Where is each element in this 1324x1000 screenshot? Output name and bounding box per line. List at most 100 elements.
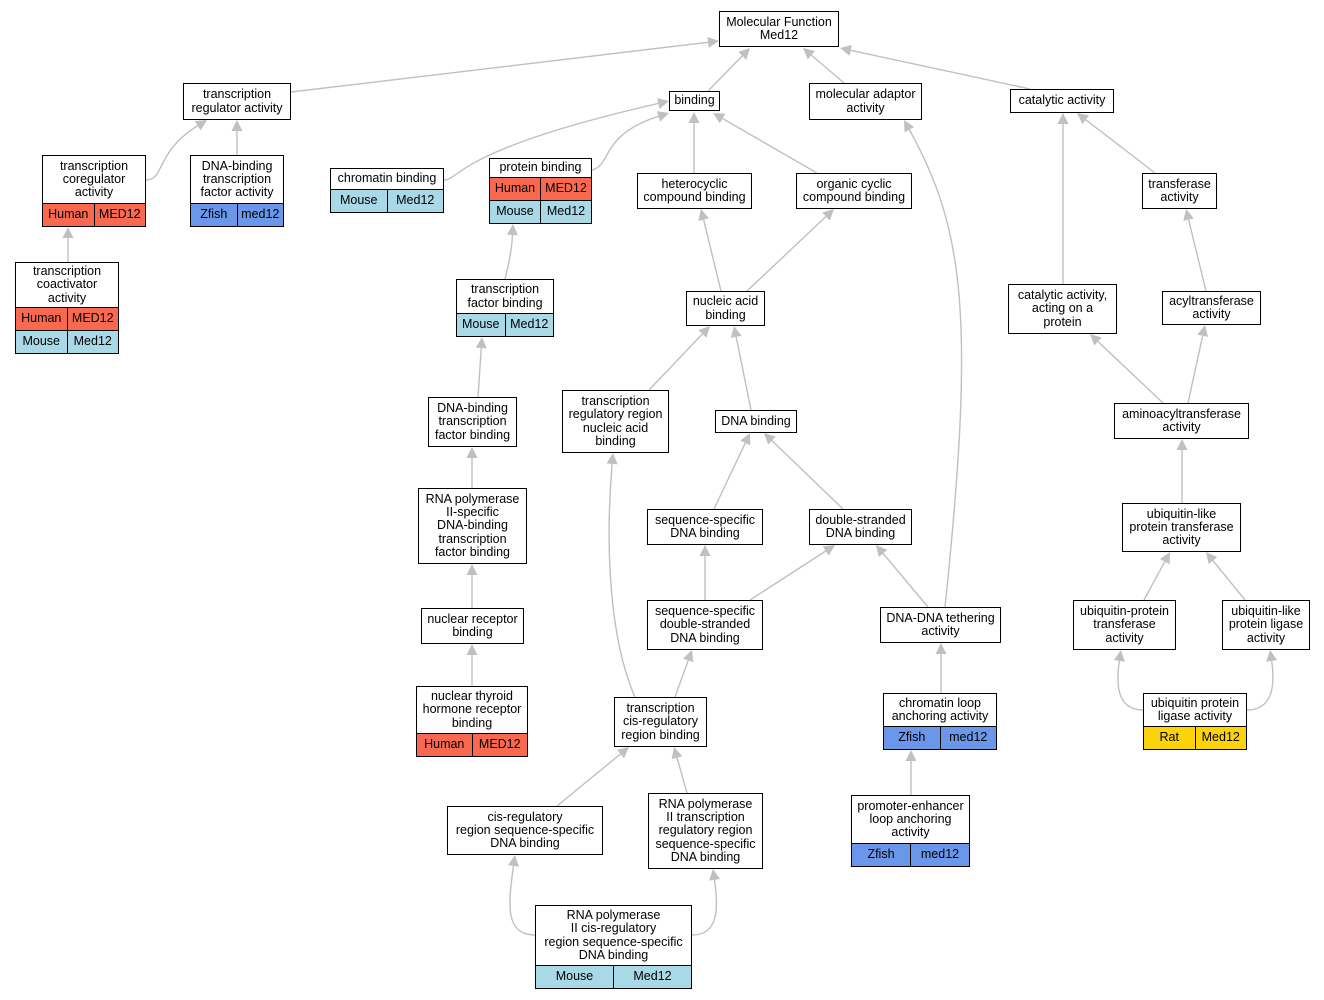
- go-term-rnap2-tr-region[interactable]: RNA polymerase II transcription regulato…: [648, 793, 763, 869]
- go-term-seq-specific[interactable]: sequence-specific DNA binding: [647, 509, 763, 545]
- edge-seq_ds_dna-to-seq_specific: [699, 545, 711, 600]
- edge-line: [674, 660, 689, 698]
- go-term-label: chromatin binding: [337, 171, 437, 186]
- edge-organic_cyclic-to-binding: [713, 113, 818, 174]
- go-term-ub-protein-transferase[interactable]: ubiquitin-protein transferase activity: [1073, 600, 1176, 650]
- edge-line: [810, 54, 845, 84]
- edge-arrowhead: [698, 326, 710, 338]
- go-term-nuclear-receptor[interactable]: nuclear receptor binding: [421, 608, 524, 644]
- go-term-label: double-stranded DNA binding: [815, 512, 906, 540]
- go-term-dna-binding[interactable]: DNA binding: [715, 410, 797, 433]
- go-term-mf[interactable]: Molecular Function Med12: [719, 11, 839, 47]
- go-term-trans-reg[interactable]: transcription regulator activity: [183, 83, 291, 120]
- species-cell: Zfish: [898, 730, 926, 745]
- species-cell: Mouse: [339, 193, 378, 208]
- go-term-binding[interactable]: binding: [669, 91, 720, 111]
- edge-arrowhead: [738, 48, 750, 60]
- go-term-label: acyltransferase activity: [1169, 293, 1254, 321]
- species-cell: Mouse: [496, 204, 534, 219]
- go-term-label: nuclear receptor binding: [427, 611, 518, 639]
- go-term-thyroid[interactable]: nuclear thyroid hormone receptor binding…: [416, 686, 528, 757]
- species-cell: Mouse: [555, 969, 594, 984]
- go-term-transferase[interactable]: transferase activity: [1142, 173, 1217, 209]
- edge-dbtf-to-trans_reg: [231, 120, 243, 155]
- go-term-rnap2-cis-reg[interactable]: RNA polymerase II cis-regulatory region …: [535, 905, 692, 989]
- gene-cell: med12: [236, 204, 284, 226]
- edge-line: [1085, 119, 1156, 174]
- go-term-label: chromatin loop anchoring activity: [891, 695, 989, 723]
- edge-chromatin_binding-to-binding: [443, 98, 669, 181]
- gene-cell: MED12: [471, 734, 528, 756]
- edge-acyltransferase-to-transferase: [1183, 209, 1207, 292]
- go-term-seq-ds-dna[interactable]: sequence-specific double-stranded DNA bi…: [647, 600, 763, 650]
- go-term-cis-reg-seq[interactable]: cis-regulatory region sequence-specific …: [447, 806, 603, 855]
- go-term-rnap2-dbtf-binding[interactable]: RNA polymerase II-specific DNA-binding t…: [418, 488, 527, 564]
- edge-arrowhead: [740, 433, 751, 446]
- go-term-nucleic-acid[interactable]: nucleic acid binding: [686, 291, 765, 326]
- go-term-label: promoter-enhancer loop anchoring activit…: [857, 798, 964, 840]
- edge-coactivator-to-coregulator: [62, 227, 74, 262]
- go-term-prom-enh[interactable]: promoter-enhancer loop anchoring activit…: [851, 795, 970, 867]
- go-term-cis-reg-binding[interactable]: transcription cis-regulatory region bind…: [614, 697, 707, 747]
- edge-arrowhead: [475, 337, 487, 349]
- go-term-label: aminoacyltransferase activity: [1122, 406, 1241, 434]
- edge-arrowhead: [905, 750, 917, 761]
- edge-line: [735, 336, 752, 411]
- go-term-ds-dna[interactable]: double-stranded DNA binding: [809, 509, 912, 545]
- edge-protein_binding-to-binding: [591, 111, 669, 171]
- go-term-mol-adaptor[interactable]: molecular adaptor activity: [809, 83, 922, 120]
- edge-ds_dna-to-dna_binding: [764, 433, 844, 510]
- go-term-cat-protein[interactable]: catalytic activity, acting on a protein: [1008, 284, 1117, 334]
- gene-cell: Med12: [540, 201, 591, 223]
- edge-arrowhead: [764, 433, 776, 445]
- go-term-tr-region-na[interactable]: transcription regulatory region nucleic …: [562, 390, 669, 453]
- gene-cell: MED12: [93, 204, 146, 226]
- edge-line: [908, 129, 963, 608]
- edge-line: [443, 102, 659, 181]
- go-term-catalytic[interactable]: catalytic activity: [1010, 89, 1114, 113]
- go-term-dbtf[interactable]: DNA-binding transcription factor activit…: [190, 155, 284, 227]
- go-term-label: cis-regulatory region sequence-specific …: [455, 809, 595, 851]
- edge-dna_binding-to-nucleic_acid: [730, 326, 752, 411]
- edge-rnap2_cis_reg-to-rnap2_tr_region: [691, 869, 720, 936]
- go-term-aminoacyl[interactable]: aminoacyltransferase activity: [1114, 403, 1249, 439]
- go-term-ubl-ligase[interactable]: ubiquitin-like protein ligase activity: [1222, 600, 1310, 650]
- edge-ub_protein_transferase-to-ubl_transferase: [1143, 552, 1170, 601]
- edge-arrowhead: [62, 227, 74, 238]
- go-term-label: Molecular Function Med12: [726, 14, 832, 42]
- species-cell: Mouse: [461, 317, 500, 332]
- go-term-label: ubiquitin-protein transferase activity: [1080, 604, 1169, 645]
- go-term-organic-cyclic[interactable]: organic cyclic compound binding: [796, 173, 912, 209]
- go-term-dna-tether[interactable]: DNA-DNA tethering activity: [880, 607, 1001, 643]
- go-term-heterocyclic[interactable]: heterocyclic compound binding: [637, 173, 752, 209]
- go-term-dbtf-binding[interactable]: DNA-binding transcription factor binding: [428, 397, 517, 447]
- edge-ubl_ligase-to-ubl_transferase: [1206, 552, 1246, 601]
- edge-arrowhead: [822, 545, 835, 556]
- gene-cell: Med12: [66, 331, 119, 353]
- edge-chromatin_loop-to-dna_tether: [935, 643, 947, 693]
- edge-nuclear_receptor-to-rnap2_dbtf_binding: [466, 564, 478, 608]
- go-term-acyltransferase[interactable]: acyltransferase activity: [1162, 291, 1261, 325]
- edge-thyroid-to-nuclear_receptor: [466, 644, 478, 686]
- edge-line: [771, 440, 844, 510]
- edge-line: [702, 219, 722, 292]
- edge-arrowhead: [876, 545, 888, 557]
- go-term-label: molecular adaptor activity: [815, 87, 916, 115]
- species-cell: Human: [424, 737, 465, 752]
- go-term-label: RNA polymerase II transcription regulato…: [655, 796, 756, 864]
- go-term-ubl-transferase[interactable]: ubiquitin-like protein transferase activ…: [1122, 503, 1241, 552]
- edge-tf_binding-to-protein_binding: [504, 224, 518, 280]
- go-term-label: nucleic acid binding: [692, 294, 759, 322]
- edge-cat_protein-to-catalytic: [1057, 113, 1069, 284]
- edge-arrowhead: [707, 36, 719, 48]
